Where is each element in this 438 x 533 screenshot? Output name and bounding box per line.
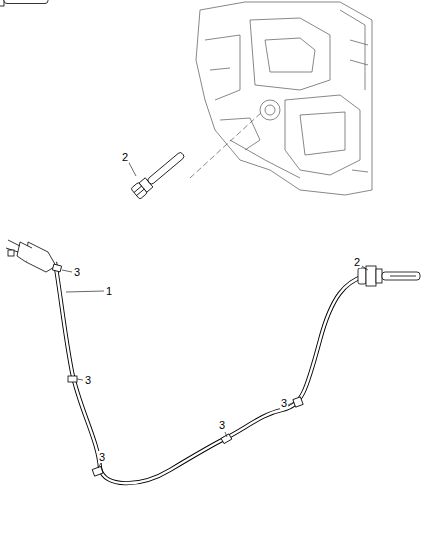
- leader-line: [62, 161, 368, 468]
- callout-number: 3: [84, 374, 92, 386]
- cord: [55, 262, 364, 483]
- callout-number: 3: [73, 266, 81, 278]
- callout-number: 3: [98, 451, 106, 463]
- engine-block: [196, 2, 372, 195]
- block-heater: [131, 149, 187, 200]
- block-heater: [358, 266, 420, 286]
- callout-number: 1: [105, 285, 113, 297]
- cord: [55, 262, 364, 483]
- plug: [6, 240, 56, 272]
- callout-number: 2: [121, 151, 129, 163]
- callout-number: 2: [353, 256, 361, 268]
- callout-number: 3: [218, 419, 226, 431]
- assembly-line: [190, 112, 262, 178]
- cord-clip: [52, 264, 303, 476]
- callout-number: 3: [280, 397, 288, 409]
- block-heater: [0, 0, 48, 7]
